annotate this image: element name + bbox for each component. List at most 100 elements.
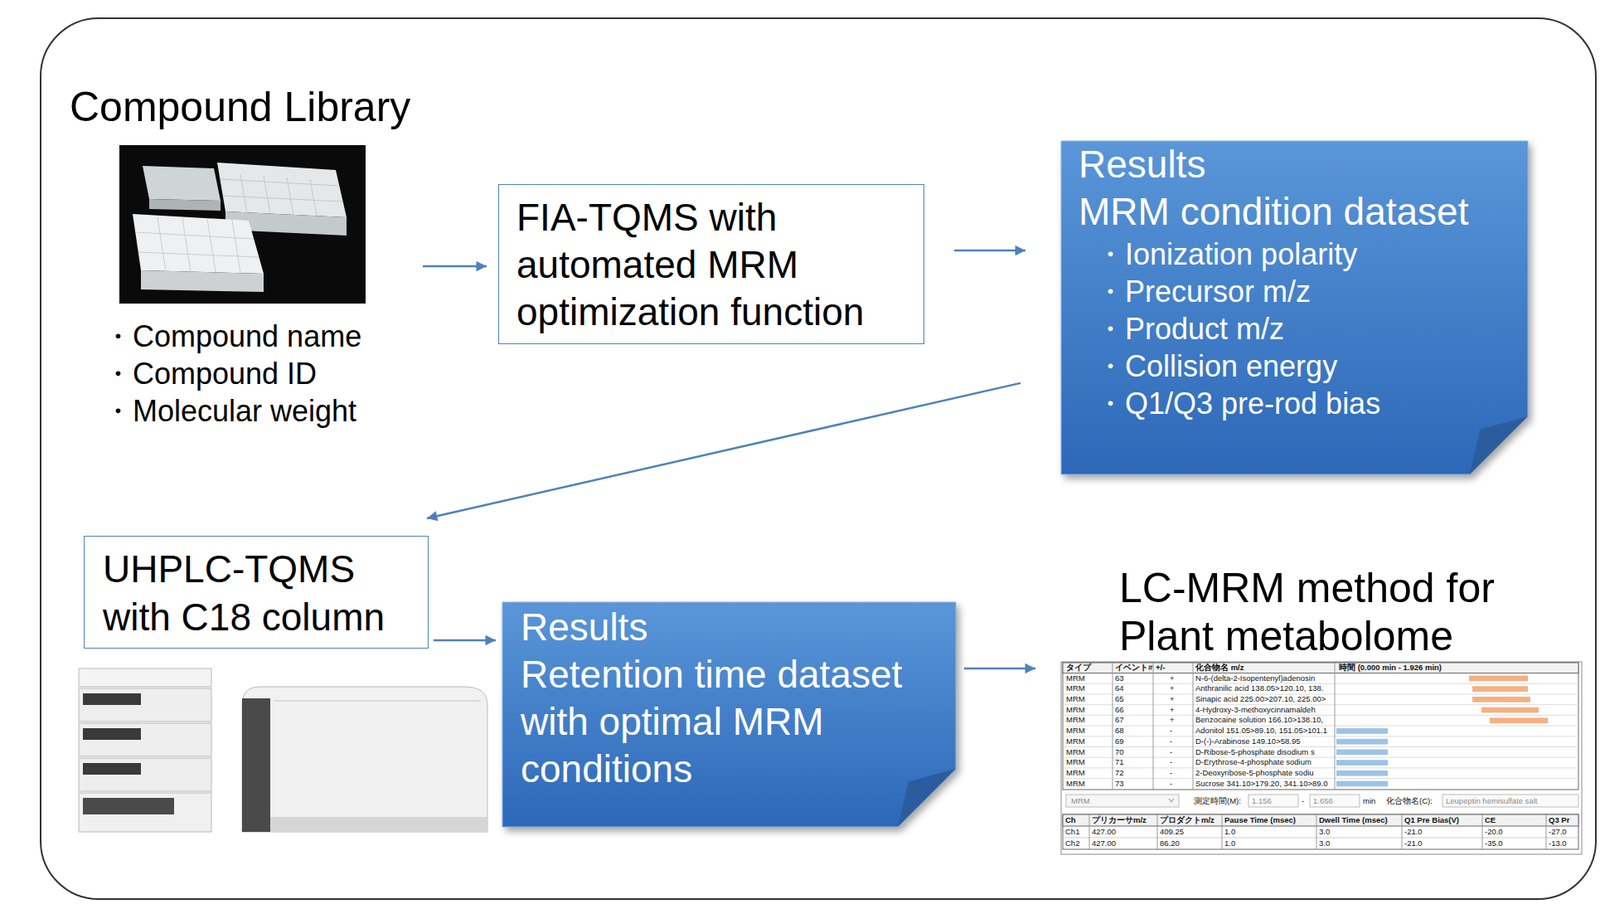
screenshot-grid-part: [1089, 814, 1091, 849]
table-cell: 409.25: [1159, 825, 1184, 838]
table-cell: 427.00: [1091, 837, 1116, 849]
table-cell: MRM: [1066, 673, 1086, 684]
bullet-item: ・Compound ID: [102, 354, 410, 393]
screenshot-grid-part: [1401, 814, 1403, 849]
screenshot-grid-part: [1472, 685, 1528, 692]
flow-arrow: [426, 383, 1021, 519]
library-group: Compound Library ・Compound name・Compound …: [69, 82, 418, 437]
screenshot-grid-part: [1062, 837, 1579, 839]
screenshot-grid: [1061, 661, 1582, 854]
table-cell: MRM: [1066, 714, 1086, 726]
instrument-photo: [78, 668, 488, 832]
table-cell: 427.00: [1091, 825, 1116, 838]
instrument-photo-part: [242, 698, 271, 832]
instrument-photo-part: [242, 686, 488, 832]
table-cell: +: [1169, 714, 1175, 726]
table-cell: 65: [1115, 693, 1125, 705]
plate-photo-part: [138, 252, 259, 257]
table-cell: 2-Deoxyribose-5-phosphate sodiu: [1195, 767, 1314, 779]
table-cell: MRM: [1066, 725, 1086, 737]
screenshot-grid-part: [1546, 814, 1547, 849]
table-cell: -: [1169, 767, 1173, 779]
table-cell: MRM: [1066, 778, 1086, 790]
panel-heading: LC-MRM method for Plant metabolome: [1119, 563, 1567, 660]
table-cell: MRM: [1066, 683, 1086, 694]
table-cell: Sinapic acid 225.00>207.10, 225.00>: [1195, 693, 1326, 705]
screenshot-grid-part: [1062, 766, 1579, 768]
group-heading: Compound Library: [69, 82, 418, 131]
table-cell: D-Ribose-5-phosphate disodium s: [1195, 746, 1315, 758]
table-cell: 4-Hydroxy-3-methoxycinnamaldeh: [1195, 704, 1316, 716]
note-fold: [1469, 416, 1528, 475]
plate-photo-part: [142, 165, 221, 201]
box-label: FIA-TQMS with automated MRM optimization…: [516, 193, 907, 336]
plate-photo-part: [132, 213, 264, 274]
table-cell: Adonitol 151.05>89.10, 151.05>101.1: [1195, 725, 1328, 737]
note-body: Retention time dataset with optimal MRM …: [520, 650, 927, 793]
table-cell: D-(-)-Arabinose 149.10>58.95: [1195, 736, 1300, 747]
table-cell: -: [1169, 756, 1173, 768]
plate-photo-part: [140, 270, 264, 292]
table-cell: -: [1301, 794, 1305, 807]
instrument-photo-part: [82, 693, 141, 705]
screenshot-grid-part: [1062, 662, 1579, 790]
table-cell: 3.0: [1318, 825, 1330, 838]
plate-photo-part: [157, 217, 166, 272]
screenshot-grid-part: [1472, 696, 1531, 703]
screenshot-grid-part: [1157, 814, 1159, 849]
plate-photo: [119, 145, 366, 304]
note-heading: Results: [1078, 140, 1510, 189]
method-panel: LC-MRM method for Plant metabolomeタイプイベン…: [1061, 563, 1582, 856]
process-box: FIA-TQMS with automated MRM optimization…: [498, 184, 925, 345]
table-cell: -21.0: [1404, 837, 1423, 849]
screenshot-grid-part: [1482, 814, 1484, 849]
screenshot-grid-part: [1168, 798, 1174, 802]
note-body-shape: [502, 601, 956, 827]
table-cell: 時間 (0.000 min - 1.926 min): [1338, 662, 1442, 674]
screenshot-grid-part: [1334, 662, 1336, 790]
table-cell: 71: [1115, 756, 1125, 768]
instrument-photo-part: [78, 668, 212, 687]
screenshot-grid-part: [1248, 794, 1299, 807]
table-cell: 1.0: [1224, 837, 1236, 849]
note-heading: Results: [520, 603, 936, 651]
table-cell: 63: [1115, 673, 1125, 684]
note-body-shape: [1061, 140, 1528, 475]
note-subheading: MRM condition dataset: [1078, 188, 1518, 236]
result-note: ResultsRetention time dataset with optim…: [502, 601, 956, 827]
table-cell: 3.0: [1318, 837, 1330, 849]
instrument-photo-part: [273, 699, 481, 702]
process-box: UHPLC-TQMS with C18 column: [83, 535, 429, 649]
screenshot-grid-part: [1062, 746, 1579, 747]
table-cell: イベント#: [1115, 662, 1153, 674]
plate-photo-part: [220, 179, 339, 186]
screenshot-grid-part: [1336, 770, 1388, 776]
table-cell: 68: [1115, 725, 1125, 737]
bullet-item: ・Product m/z: [1095, 310, 1494, 348]
bullet-item: ・Compound name: [102, 317, 410, 355]
table-cell: MRM: [1066, 704, 1086, 716]
table-cell: D-Erythrose-4-phosphate sodium: [1195, 756, 1312, 768]
table-cell: Benzocaine solution 166.10>138.10,: [1195, 714, 1324, 726]
screenshot-grid-part: [1153, 662, 1154, 790]
screenshot-grid-part: [1336, 738, 1388, 745]
screenshot-grid-part: [1489, 717, 1548, 723]
table-cell: Ch: [1065, 814, 1077, 826]
plate-photo-part: [217, 162, 347, 218]
plate-photo-part: [182, 218, 191, 272]
table-cell: min: [1362, 794, 1376, 807]
screenshot-grid-part: [1336, 780, 1388, 787]
screenshot-grid-part: [1442, 794, 1579, 807]
flow-arrow: [422, 265, 487, 268]
box-label: UHPLC-TQMS with C18 column: [102, 544, 412, 641]
bullet-item: ・Molecular weight: [102, 392, 410, 430]
bullet-item: ・Q1/Q3 pre-rod bias: [1095, 384, 1469, 422]
table-cell: 測定時間(M):: [1193, 794, 1242, 807]
table-cell: +/-: [1155, 662, 1165, 674]
plate-photo-part: [135, 232, 254, 239]
table-cell: MRM: [1066, 767, 1086, 779]
screenshot-grid-part: [1336, 759, 1388, 766]
table-cell: MRM: [1066, 746, 1086, 758]
table-cell: 67: [1115, 714, 1125, 726]
